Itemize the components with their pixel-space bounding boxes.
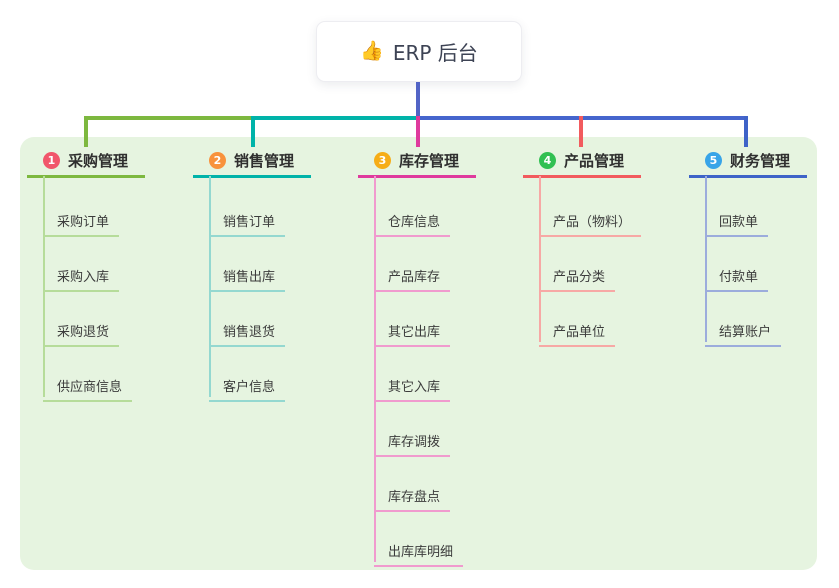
root-node[interactable]: 👍 ERP 后台 xyxy=(316,21,522,82)
child-node[interactable]: 采购退货 xyxy=(43,312,120,347)
branch-label: 库存管理 xyxy=(399,152,460,170)
child-rail-finance xyxy=(705,176,707,342)
child-node[interactable]: 产品（物料） xyxy=(539,202,642,237)
child-node[interactable]: 销售出库 xyxy=(209,257,286,292)
thumbs-up-icon: 👍 xyxy=(360,40,384,62)
branch-node-purchase[interactable]: 1 采购管理 xyxy=(27,146,145,178)
child-rail-product xyxy=(539,176,541,342)
connector-root-drop xyxy=(416,82,420,117)
connector-drop-sales xyxy=(251,116,255,147)
badge-2: 2 xyxy=(209,152,226,169)
branch-node-product[interactable]: 4 产品管理 xyxy=(523,146,641,178)
child-node[interactable]: 仓库信息 xyxy=(374,202,451,237)
branch-node-sales[interactable]: 2 销售管理 xyxy=(193,146,311,178)
child-node[interactable]: 客户信息 xyxy=(209,367,286,402)
child-rail-sales xyxy=(209,176,211,397)
child-node[interactable]: 其它入库 xyxy=(374,367,451,402)
connector-drop-inventory xyxy=(416,116,420,147)
branch-label: 采购管理 xyxy=(68,152,129,170)
child-node[interactable]: 采购订单 xyxy=(43,202,120,237)
badge-3: 3 xyxy=(374,152,391,169)
child-node[interactable]: 出库库明细 xyxy=(374,532,464,567)
connector-rail-left xyxy=(84,116,253,120)
branches-panel xyxy=(20,137,817,570)
child-node[interactable]: 采购入库 xyxy=(43,257,120,292)
child-node[interactable]: 库存盘点 xyxy=(374,477,451,512)
child-rail-inventory xyxy=(374,176,376,562)
child-node[interactable]: 供应商信息 xyxy=(43,367,133,402)
child-node[interactable]: 结算账户 xyxy=(705,312,782,347)
connector-drop-product xyxy=(579,116,583,147)
branch-node-inventory[interactable]: 3 库存管理 xyxy=(358,146,476,178)
connector-rail-mid xyxy=(253,116,418,120)
badge-4: 4 xyxy=(539,152,556,169)
connector-drop-finance xyxy=(744,116,748,147)
root-node-label: ERP 后台 xyxy=(392,41,478,65)
child-node[interactable]: 库存调拨 xyxy=(374,422,451,457)
badge-5: 5 xyxy=(705,152,722,169)
child-rail-purchase xyxy=(43,176,45,397)
child-node[interactable]: 付款单 xyxy=(705,257,769,292)
child-node[interactable]: 销售退货 xyxy=(209,312,286,347)
branch-label: 财务管理 xyxy=(730,152,791,170)
child-node[interactable]: 销售订单 xyxy=(209,202,286,237)
branch-label: 产品管理 xyxy=(564,152,625,170)
child-node[interactable]: 产品库存 xyxy=(374,257,451,292)
child-node[interactable]: 产品单位 xyxy=(539,312,616,347)
child-node[interactable]: 其它出库 xyxy=(374,312,451,347)
branch-label: 销售管理 xyxy=(234,152,295,170)
branch-node-finance[interactable]: 5 财务管理 xyxy=(689,146,807,178)
badge-1: 1 xyxy=(43,152,60,169)
connector-rail-right xyxy=(418,116,748,120)
connector-drop-purchase xyxy=(84,116,88,147)
child-node[interactable]: 产品分类 xyxy=(539,257,616,292)
child-node[interactable]: 回款单 xyxy=(705,202,769,237)
